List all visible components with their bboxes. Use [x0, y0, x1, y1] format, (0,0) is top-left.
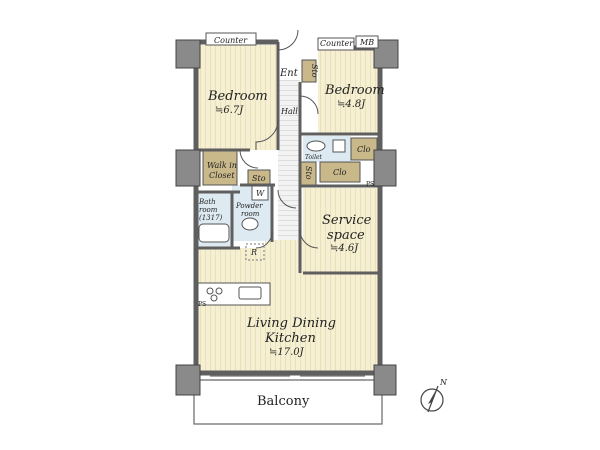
- bath-label-line2: room: [199, 206, 218, 214]
- washer-icon: [251, 185, 269, 201]
- counter-left-label: Counter: [214, 36, 248, 45]
- storage-powder-label: Sto: [252, 174, 266, 183]
- storage-ent: [301, 59, 317, 83]
- entrance-label: Ent: [279, 68, 299, 79]
- refrigerator-space: [245, 243, 265, 261]
- bedroom-right-label: Bedroom: [324, 83, 385, 98]
- hall-floor: [278, 80, 300, 260]
- balcony-floor: [193, 379, 383, 425]
- meter-box: [355, 35, 379, 49]
- bath-label-line3: (1317): [199, 214, 223, 222]
- service-space-label-line2: space: [327, 228, 365, 243]
- ps-right-label: PS: [366, 181, 374, 188]
- basin-icon: [241, 217, 259, 231]
- storage-ent-label: Sto: [310, 64, 319, 78]
- closet-right: [350, 137, 378, 161]
- toilet-sink-icon: [332, 139, 346, 153]
- stove-burner-1: [206, 287, 214, 295]
- ldk-upper-floor: [265, 240, 305, 250]
- ldk-area: ≒17.0J: [269, 347, 305, 358]
- closet-lower-label: Clo: [333, 168, 347, 177]
- toilet-label: Toilet: [305, 154, 323, 161]
- ldk-floor: [196, 248, 380, 373]
- doors: [239, 29, 319, 249]
- washer-label: W: [256, 189, 265, 198]
- bedroom-left-label: Bedroom: [207, 89, 268, 104]
- closet-right-label: Clo: [357, 145, 371, 154]
- stove-burner-2: [215, 287, 223, 295]
- north-label: N: [439, 378, 448, 387]
- balcony-label: Balcony: [257, 394, 310, 409]
- north-arrow-icon: N: [420, 378, 448, 413]
- ldk-label-line2: Kitchen: [264, 331, 316, 346]
- powder-label-line2: room: [241, 210, 260, 218]
- bedroom-right-area: ≒4.8J: [337, 99, 366, 110]
- ps-left-label: PS: [198, 301, 206, 308]
- stove-burner-3: [210, 294, 218, 302]
- refrigerator-label: R: [250, 248, 257, 257]
- bath-label-line1: Bath: [198, 198, 216, 206]
- mb-label: MB: [359, 38, 374, 47]
- closet-lower: [319, 161, 361, 183]
- exterior-walls: [193, 39, 383, 376]
- toilet-icon: [306, 140, 326, 152]
- counter-right-label: Counter: [320, 39, 354, 48]
- bedroom-left-area: ≒6.7J: [215, 105, 244, 116]
- service-space-label-line1: Service: [322, 213, 372, 228]
- kitchen-sink-icon: [238, 286, 262, 300]
- hall-label: Hall: [280, 107, 298, 116]
- service-space-area: ≒4.6J: [330, 243, 359, 254]
- bathtub-icon: [198, 223, 230, 243]
- wic-label-line2: Closet: [209, 171, 235, 180]
- windows: [210, 375, 365, 381]
- counter-right: [317, 37, 355, 51]
- bedroom-left-floor: [196, 45, 278, 150]
- wic-label-line1: Walk in: [207, 161, 237, 170]
- ldk-label-line1: Living Dining: [246, 316, 336, 331]
- walk-in-closet: [202, 150, 238, 186]
- bedroom-right-floor: [318, 50, 380, 134]
- powder-label-line1: Powder: [235, 202, 263, 210]
- counter-left: [205, 32, 257, 46]
- storage-hall-label: Sto: [304, 166, 313, 180]
